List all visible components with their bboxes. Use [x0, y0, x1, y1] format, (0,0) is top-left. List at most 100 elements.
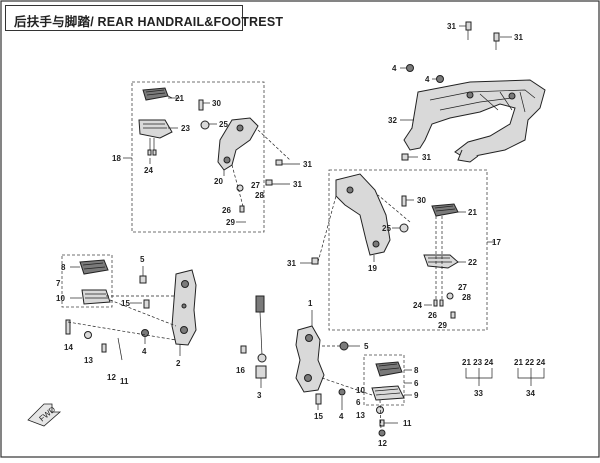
kit-34-label: 34 — [526, 389, 535, 398]
callout-20: 20 — [214, 177, 223, 186]
callout-18: 18 — [112, 154, 121, 163]
callout-7: 7 — [56, 279, 61, 288]
callout-19: 19 — [368, 264, 377, 273]
nut-4-b — [436, 75, 444, 83]
callout-25-b: 25 — [382, 224, 391, 233]
callout-22-a: 22 — [468, 258, 477, 267]
rod-3 — [255, 295, 267, 363]
clip-12-a — [101, 343, 107, 353]
callout-31-d: 31 — [303, 160, 312, 169]
callout-1: 1 — [308, 299, 313, 308]
callout-24-a: 24 — [144, 166, 153, 175]
callout-12-b: 12 — [378, 439, 387, 448]
nut-4-a — [406, 64, 414, 72]
pin-11-a — [117, 337, 123, 361]
assembly-box-18 — [131, 81, 265, 233]
callout-31-e: 31 — [293, 180, 302, 189]
callout-24-b: 24 — [413, 301, 422, 310]
title-box: 后扶手与脚踏/ REAR HANDRAIL&FOOTREST — [5, 5, 283, 31]
callout-29-a: 29 — [226, 218, 235, 227]
pin-26-b — [450, 311, 456, 319]
callout-5-b: 5 — [364, 342, 369, 351]
footpeg-21-a — [142, 87, 173, 101]
bracket-1 — [295, 325, 325, 393]
kit-33: 21 23 24 33 — [462, 358, 494, 398]
pin-14 — [65, 319, 71, 335]
callout-10-b: 10 — [356, 386, 365, 395]
bolt-31-f — [311, 257, 319, 265]
assembly-box-17 — [328, 169, 488, 331]
callout-15-a: 15 — [121, 299, 130, 308]
bolt-31-d — [275, 159, 283, 166]
kit-34: 21 22 24 34 — [514, 358, 546, 398]
bolt-31-b — [493, 32, 500, 50]
callout-4-a: 4 — [392, 64, 397, 73]
washer-25-b — [399, 223, 409, 233]
bolt-30-b — [401, 195, 407, 207]
callout-8-a: 8 — [61, 263, 66, 272]
spring-27-b — [446, 292, 454, 300]
footpeg-10-b — [371, 385, 405, 401]
callout-16: 16 — [236, 366, 245, 375]
bolt-16 — [240, 345, 247, 354]
footpeg-21-b — [431, 203, 459, 217]
clip-12-b — [378, 429, 386, 437]
callout-10-a: 10 — [56, 294, 65, 303]
callout-30-a: 30 — [212, 99, 221, 108]
callout-14: 14 — [64, 343, 73, 352]
nut-4-d — [338, 388, 346, 396]
callout-25-a: 25 — [219, 120, 228, 129]
callout-4-b: 4 — [425, 75, 430, 84]
kit-34-items: 21 22 24 — [514, 358, 546, 367]
callout-31-c: 31 — [422, 153, 431, 162]
callout-8-b: 8 — [414, 366, 419, 375]
callout-27-a: 27 — [251, 181, 260, 190]
callout-27-b: 27 — [458, 283, 467, 292]
callout-28-b: 28 — [462, 293, 471, 302]
bolt-31-a — [465, 21, 472, 40]
callout-32: 32 — [388, 116, 397, 125]
callout-26-a: 26 — [222, 206, 231, 215]
bracket-20 — [217, 117, 259, 171]
footpeg-8-a — [79, 259, 109, 275]
callout-21-a: 21 — [175, 94, 184, 103]
bracket-2 — [171, 269, 197, 346]
callout-17: 17 — [492, 238, 501, 247]
callout-2: 2 — [176, 359, 181, 368]
bolt-5-a — [139, 266, 147, 284]
footpeg-8-b — [375, 361, 403, 377]
callout-13-b: 13 — [356, 411, 365, 420]
footpeg-22 — [423, 254, 459, 269]
callout-28-a: 28 — [255, 191, 264, 200]
callout-3: 3 — [257, 391, 262, 400]
callout-29-b: 29 — [438, 321, 447, 330]
callout-4-c: 4 — [142, 347, 147, 356]
callout-6-a: 6 — [356, 398, 361, 407]
bolt-15-b — [315, 393, 322, 405]
assembly-box-6 — [363, 354, 405, 406]
callout-12-a: 12 — [107, 373, 116, 382]
bracket-19 — [335, 173, 391, 256]
callout-13-a: 13 — [84, 356, 93, 365]
callout-11-a: 11 — [120, 377, 129, 386]
callout-31-b: 31 — [514, 33, 523, 42]
bolt-31-c — [401, 153, 418, 161]
nut-5-b — [339, 341, 349, 351]
callout-5-a: 5 — [140, 255, 145, 264]
washer-13-a — [84, 331, 92, 339]
callout-4-d: 4 — [339, 412, 344, 421]
rear-handrail — [403, 79, 546, 163]
bolt-31-e — [265, 179, 273, 186]
diagram-title: 后扶手与脚踏/ REAR HANDRAIL&FOOTREST — [14, 15, 284, 29]
callout-26-b: 26 — [428, 311, 437, 320]
callout-31-f: 31 — [287, 259, 296, 268]
footpeg-10-a — [81, 289, 111, 305]
bolt-15-a — [143, 299, 150, 309]
callout-6-b: 6 — [414, 379, 419, 388]
callout-11-b: 11 — [403, 419, 412, 428]
footpeg-23 — [138, 119, 173, 139]
rod-end-16 — [255, 365, 267, 379]
